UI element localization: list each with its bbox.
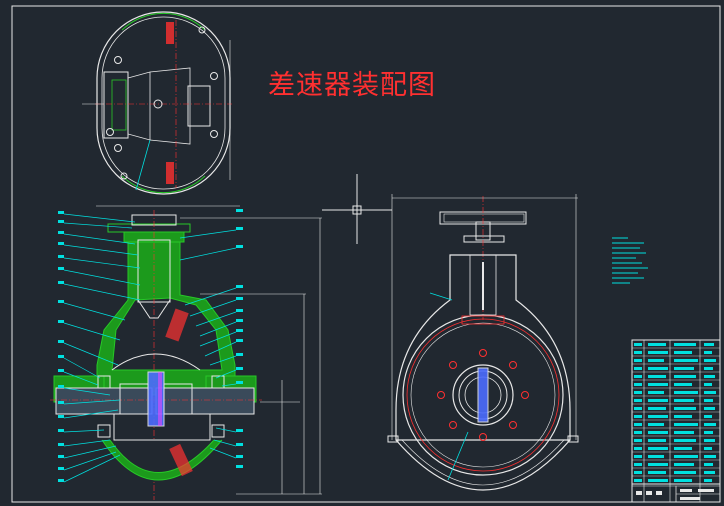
side-view <box>387 194 579 491</box>
drawing-frame <box>11 5 721 503</box>
parts-list-table <box>631 339 721 503</box>
top-view <box>82 11 240 207</box>
front-section-view <box>50 209 322 500</box>
drawing-title: 差速器装配图 <box>268 70 436 101</box>
crosshair-icon <box>322 174 392 244</box>
technical-notes <box>612 237 648 284</box>
